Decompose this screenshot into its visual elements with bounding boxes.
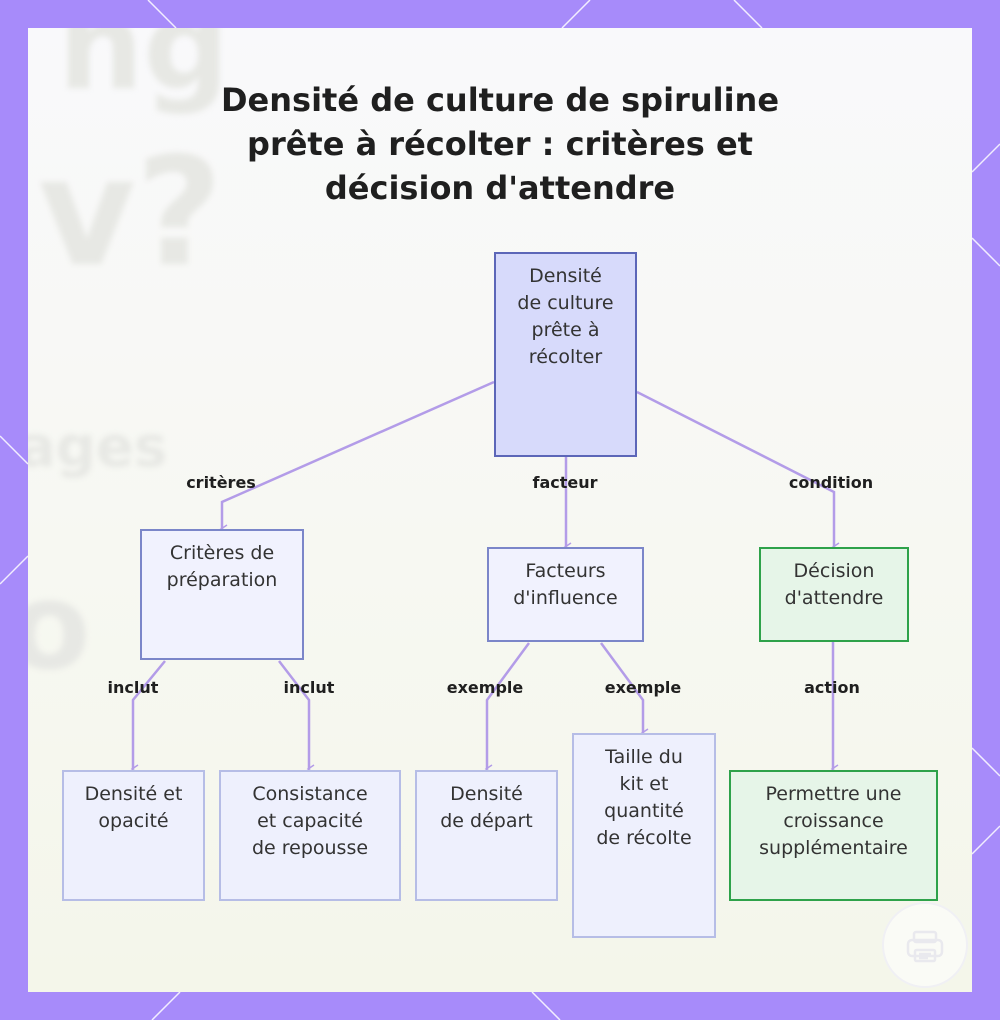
node-density-opacity: Densité et opacité xyxy=(62,770,205,901)
edge-factors-start xyxy=(484,642,531,774)
node-root-density: Densité de culture prête à récolter xyxy=(494,252,637,457)
edge-label-condition: condition xyxy=(788,473,874,492)
edge-label-includes: inclut xyxy=(283,678,335,697)
background-ghost-text: ages xyxy=(28,415,168,480)
edge-criteria-density xyxy=(130,660,166,774)
node-growth: Permettre une croissance supplémentaire xyxy=(729,770,938,901)
node-start-density: Densité de départ xyxy=(415,770,558,901)
edge-label-factor: facteur xyxy=(532,473,598,492)
node-decision: Décision d'attendre xyxy=(759,547,909,642)
edge-root-decision xyxy=(636,390,840,552)
edge-label-criteria: critères xyxy=(186,473,256,492)
edge-factors-kit xyxy=(599,642,649,738)
node-factors: Facteurs d'influence xyxy=(487,547,644,642)
printer-icon xyxy=(906,930,944,963)
background-ghost-text: ng xyxy=(58,28,230,117)
edge-root-criteria xyxy=(219,380,495,534)
node-criteria: Critères de préparation xyxy=(140,529,304,660)
printer-logo-icon xyxy=(882,902,968,988)
node-consistency: Consistance et capacité de repousse xyxy=(219,770,401,901)
node-kit-size: Taille du kit et quantité de récolte xyxy=(572,733,716,938)
background-ghost-text: o xyxy=(28,558,91,697)
diagram-title: Densité de culture de spiruline prête à … xyxy=(220,81,780,207)
edge-label-example: exemple xyxy=(604,678,682,697)
edge-label-example: exemple xyxy=(446,678,524,697)
edge-label-includes: inclut xyxy=(107,678,159,697)
edge-criteria-consistency xyxy=(278,660,315,774)
edge-label-action: action xyxy=(804,678,860,697)
background-ghost-text: v? xyxy=(38,126,223,300)
